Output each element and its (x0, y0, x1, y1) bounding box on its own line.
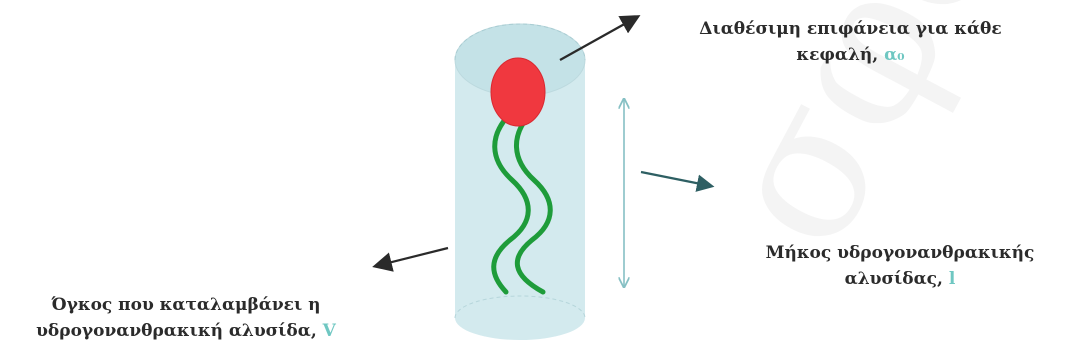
chain-length-text: αλυσίδας, (845, 269, 949, 289)
chain-length-line1: Μήκος υδρογονανθρακικής (726, 240, 1072, 266)
volume-text: υδρογονανθρακική αλυσίδα, (36, 321, 323, 341)
chain-length-symbol: l (949, 269, 955, 289)
head-area-symbol: α₀ (884, 45, 905, 65)
polar-head (491, 58, 545, 126)
head-area-label: Διαθέσιμη επιφάνεια για κάθε κεφαλή, α₀ (668, 16, 1033, 68)
chain-length-label: Μήκος υδρογονανθρακικής αλυσίδας, l (726, 240, 1072, 292)
volume-label: Όγκος που καταλαμβάνει η υδρογονανθρακικ… (2, 292, 370, 344)
chain-length-line2: αλυσίδας, l (726, 266, 1072, 292)
volume-line2: υδρογονανθρακική αλυσίδα, V (2, 318, 370, 344)
volume-symbol: V (323, 321, 336, 341)
volume-line1: Όγκος που καταλαμβάνει η (2, 292, 370, 318)
head-area-line1: Διαθέσιμη επιφάνεια για κάθε (668, 16, 1033, 42)
head-area-line2: κεφαλή, α₀ (668, 42, 1033, 68)
head-area-text: κεφαλή, (796, 45, 884, 65)
volume-pointer-arrow (376, 248, 448, 266)
